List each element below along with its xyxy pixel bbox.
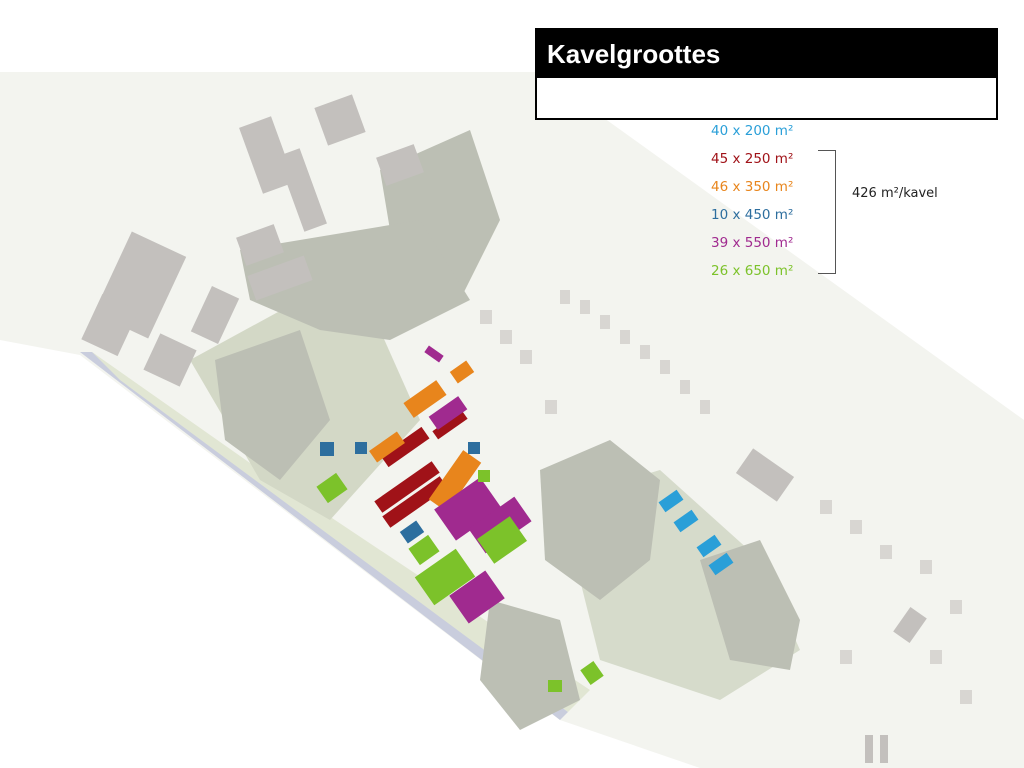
legend-bracket xyxy=(818,150,836,274)
title-box: Kavelgroottes xyxy=(535,28,998,120)
legend-item-40x200: 40 x 200 m² xyxy=(711,123,794,139)
existing-buildings xyxy=(81,94,927,763)
legend-item-46x350: 46 x 350 m² xyxy=(711,179,794,195)
legend-item-10x450: 10 x 450 m² xyxy=(711,207,794,223)
forest-areas xyxy=(215,130,800,730)
plots-45x250 xyxy=(374,410,468,528)
plots-46x350 xyxy=(369,360,482,512)
legend-item-26x650: 26 x 650 m² xyxy=(711,263,794,279)
legend-item-39x550: 39 x 550 m² xyxy=(711,235,794,251)
plots-40x200 xyxy=(658,489,734,576)
legend: 40 x 200 m² 45 x 250 m² 46 x 350 m² 10 x… xyxy=(711,122,793,290)
residential-buildings xyxy=(480,290,972,704)
legend-item-45x250: 45 x 250 m² xyxy=(711,151,794,167)
railway-strip xyxy=(80,352,568,720)
plots-26x650 xyxy=(316,470,604,692)
page-title: Kavelgroottes xyxy=(537,30,996,78)
plots-10x450 xyxy=(320,442,480,544)
average-plot-size: 426 m²/kavel xyxy=(852,186,938,201)
park-strip xyxy=(92,352,590,712)
